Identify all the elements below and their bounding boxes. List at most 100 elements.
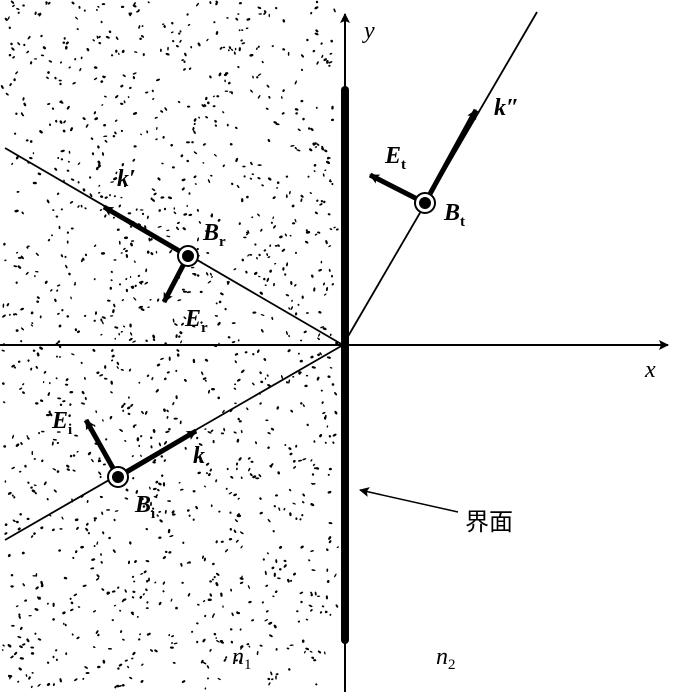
stipple-dot <box>227 280 230 285</box>
stipple-dot <box>130 242 133 247</box>
stipple-dot <box>27 481 30 484</box>
stipple-dot <box>310 609 313 612</box>
stipple-dot <box>82 584 87 587</box>
stipple-dot <box>14 651 18 656</box>
stipple-dot <box>164 550 168 554</box>
stipple-dot <box>94 117 99 121</box>
stipple-dot <box>172 402 175 406</box>
stipple-dot <box>191 630 194 633</box>
stipple-dot <box>34 275 36 278</box>
stipple-dot <box>22 383 25 386</box>
stipple-dot <box>123 184 127 188</box>
stipple-dot <box>287 578 290 583</box>
stipple-dot <box>98 471 102 476</box>
stipple-dot <box>131 657 134 660</box>
stipple-dot <box>4 480 7 483</box>
stipple-dot <box>150 252 154 256</box>
stipple-dot <box>302 458 307 461</box>
stipple-dot <box>300 198 303 203</box>
stipple-dot <box>328 64 331 67</box>
stipple-dot <box>56 284 61 287</box>
stipple-dot <box>128 337 133 341</box>
stipple-dot <box>64 255 67 258</box>
stipple-dot <box>46 661 50 664</box>
stipple-dot <box>217 218 221 222</box>
stipple-dot <box>171 513 176 516</box>
stipple-dot <box>140 454 142 458</box>
stipple-dot <box>56 470 60 473</box>
stipple-dot <box>299 359 303 363</box>
stipple-dot <box>141 25 144 28</box>
stipple-dot <box>261 60 264 64</box>
stipple-dot <box>89 193 93 198</box>
stipple-dot <box>215 540 218 544</box>
stipple-dot <box>313 659 317 662</box>
stipple-dot <box>8 313 11 316</box>
stipple-dot <box>251 382 255 386</box>
stipple-dot <box>326 568 329 572</box>
stipple-dot <box>109 415 113 420</box>
stipple-dot <box>313 440 316 443</box>
stipple-dot <box>311 366 316 369</box>
stipple-dot <box>122 638 125 641</box>
stipple-dot <box>324 414 327 419</box>
stipple-dot <box>271 316 274 321</box>
stipple-dot <box>273 121 278 124</box>
stipple-dot <box>209 580 212 583</box>
stipple-dot <box>146 374 150 377</box>
stipple-dot <box>17 680 20 683</box>
stipple-dot <box>40 580 44 585</box>
stipple-dot <box>160 357 164 360</box>
stipple-dot <box>316 376 320 381</box>
stipple-dot <box>246 18 251 21</box>
stipple-dot <box>220 292 224 296</box>
stipple-dot <box>267 256 271 259</box>
stipple-dot <box>289 190 291 195</box>
stipple-dot <box>163 25 166 28</box>
stipple-dot <box>237 65 240 69</box>
stipple-dot <box>3 445 7 448</box>
stipple-dot <box>113 604 117 607</box>
stipple-dot <box>213 153 217 157</box>
stipple-dot <box>53 489 57 493</box>
stipple-dot <box>14 132 17 135</box>
stipple-dot <box>173 207 176 210</box>
stipple-dot <box>193 118 197 122</box>
stipple-dot <box>228 492 233 495</box>
stipple-dot <box>179 488 184 491</box>
stipple-dot <box>20 307 24 311</box>
stipple-dot <box>115 95 119 99</box>
stipple-dot <box>163 377 167 381</box>
stipple-dot <box>205 462 210 466</box>
stipple-dot <box>226 467 229 471</box>
stipple-dot <box>209 75 212 79</box>
stipple-dot <box>120 129 124 132</box>
stipple-dot <box>233 387 237 390</box>
stipple-dot <box>85 671 90 675</box>
stipple-dot <box>47 1 51 5</box>
stipple-dot <box>26 246 29 249</box>
stipple-dot <box>220 592 223 597</box>
stipple-dot <box>34 492 37 495</box>
stipple-dot <box>223 658 227 662</box>
stipple-dot <box>98 191 101 194</box>
stipple-dot <box>326 580 330 583</box>
stipple-dot <box>184 52 187 57</box>
stipple-dot <box>237 497 240 500</box>
stipple-dot <box>90 137 94 140</box>
stipple-dot <box>321 145 324 149</box>
stipple-dot <box>307 127 311 130</box>
stipple-dot <box>238 420 242 423</box>
stipple-dot <box>233 493 237 497</box>
stipple-dot <box>303 330 307 334</box>
stipple-dot <box>202 143 206 146</box>
stipple-dot <box>173 642 178 645</box>
stipple-dot <box>139 595 143 599</box>
stipple-dot <box>179 30 182 33</box>
stipple-dot <box>102 463 106 466</box>
incident-E-label: Ei <box>51 408 72 438</box>
stipple-dot <box>159 48 162 52</box>
stipple-dot <box>7 553 11 558</box>
stipple-dot <box>291 204 295 208</box>
stipple-dot <box>244 351 248 354</box>
